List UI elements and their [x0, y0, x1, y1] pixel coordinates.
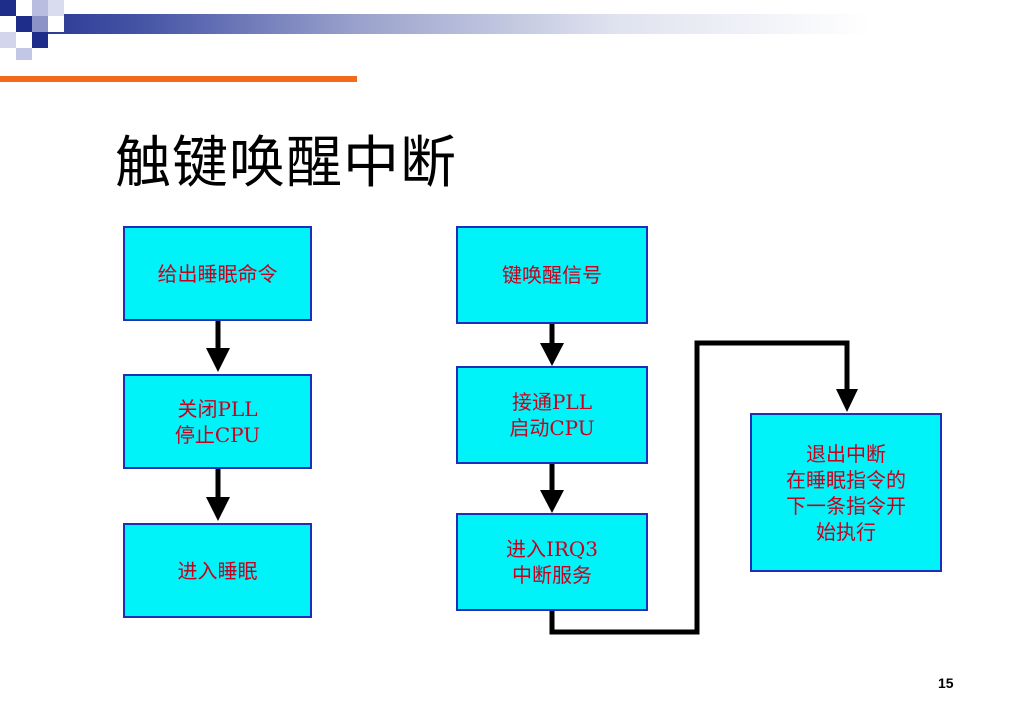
box-sleep-command-label: 给出睡眠命令	[157, 261, 278, 286]
slide-title: 触键唤醒中断	[115, 131, 457, 196]
box-irq3-service-label: 进入IRQ3 中断服务	[505, 537, 599, 587]
box-pll-on-cpu-start: 接通PLL 启动CPU	[456, 366, 648, 464]
header-gradient-bar	[0, 14, 1023, 34]
box-pll-off-cpu-stop: 关闭PLL 停止CPU	[123, 374, 312, 469]
arrow-left-1	[206, 320, 230, 372]
box-enter-sleep: 进入睡眠	[123, 523, 312, 618]
loop-connector-line	[549, 340, 850, 635]
box-key-wake-signal-label: 键唤醒信号	[502, 263, 602, 287]
page-number: 15	[938, 675, 954, 691]
arrow-to-exit-head	[836, 389, 858, 412]
box-pll-on-cpu-start-label: 接通PLL 启动CPU	[509, 390, 595, 440]
box-enter-sleep-label: 进入睡眠	[177, 558, 258, 583]
arrow-left-2	[206, 468, 230, 521]
box-key-wake-signal: 键唤醒信号	[456, 226, 648, 324]
box-sleep-command: 给出睡眠命令	[123, 226, 312, 321]
box-irq3-service: 进入IRQ3 中断服务	[456, 513, 648, 611]
box-pll-off-cpu-stop-label: 关闭PLL 停止CPU	[174, 396, 261, 447]
arrow-right-1	[540, 323, 564, 366]
box-exit-interrupt: 退出中断 在睡眠指令的 下一条指令开 始执行	[750, 413, 942, 572]
box-exit-interrupt-label: 退出中断 在睡眠指令的 下一条指令开 始执行	[786, 441, 906, 544]
accent-rule	[0, 76, 357, 82]
slide-logo-icon	[0, 0, 80, 60]
arrow-right-2	[540, 463, 564, 513]
